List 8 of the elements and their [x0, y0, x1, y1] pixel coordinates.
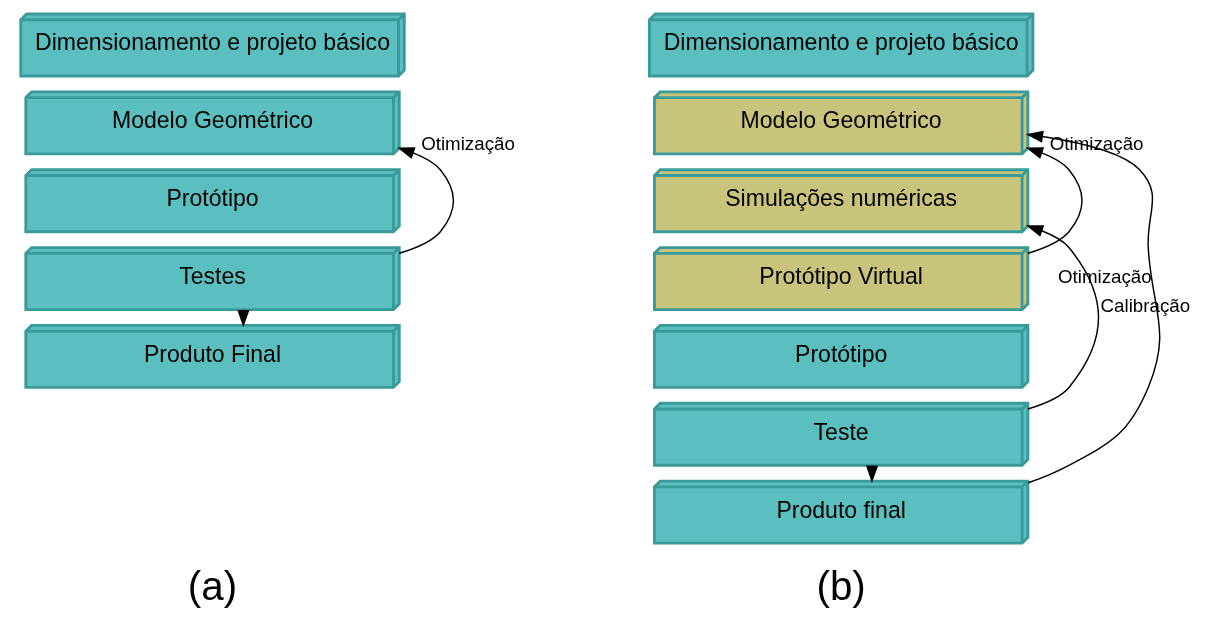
- arrow: [396, 147, 454, 254]
- arrow: [1025, 147, 1083, 254]
- label: (b): [815, 562, 866, 609]
- arrow: [865, 464, 878, 483]
- label: (a): [187, 562, 237, 609]
- arrow: [1025, 225, 1099, 410]
- arrow: [1025, 130, 1160, 484]
- edge-label: Otimização: [420, 133, 515, 155]
